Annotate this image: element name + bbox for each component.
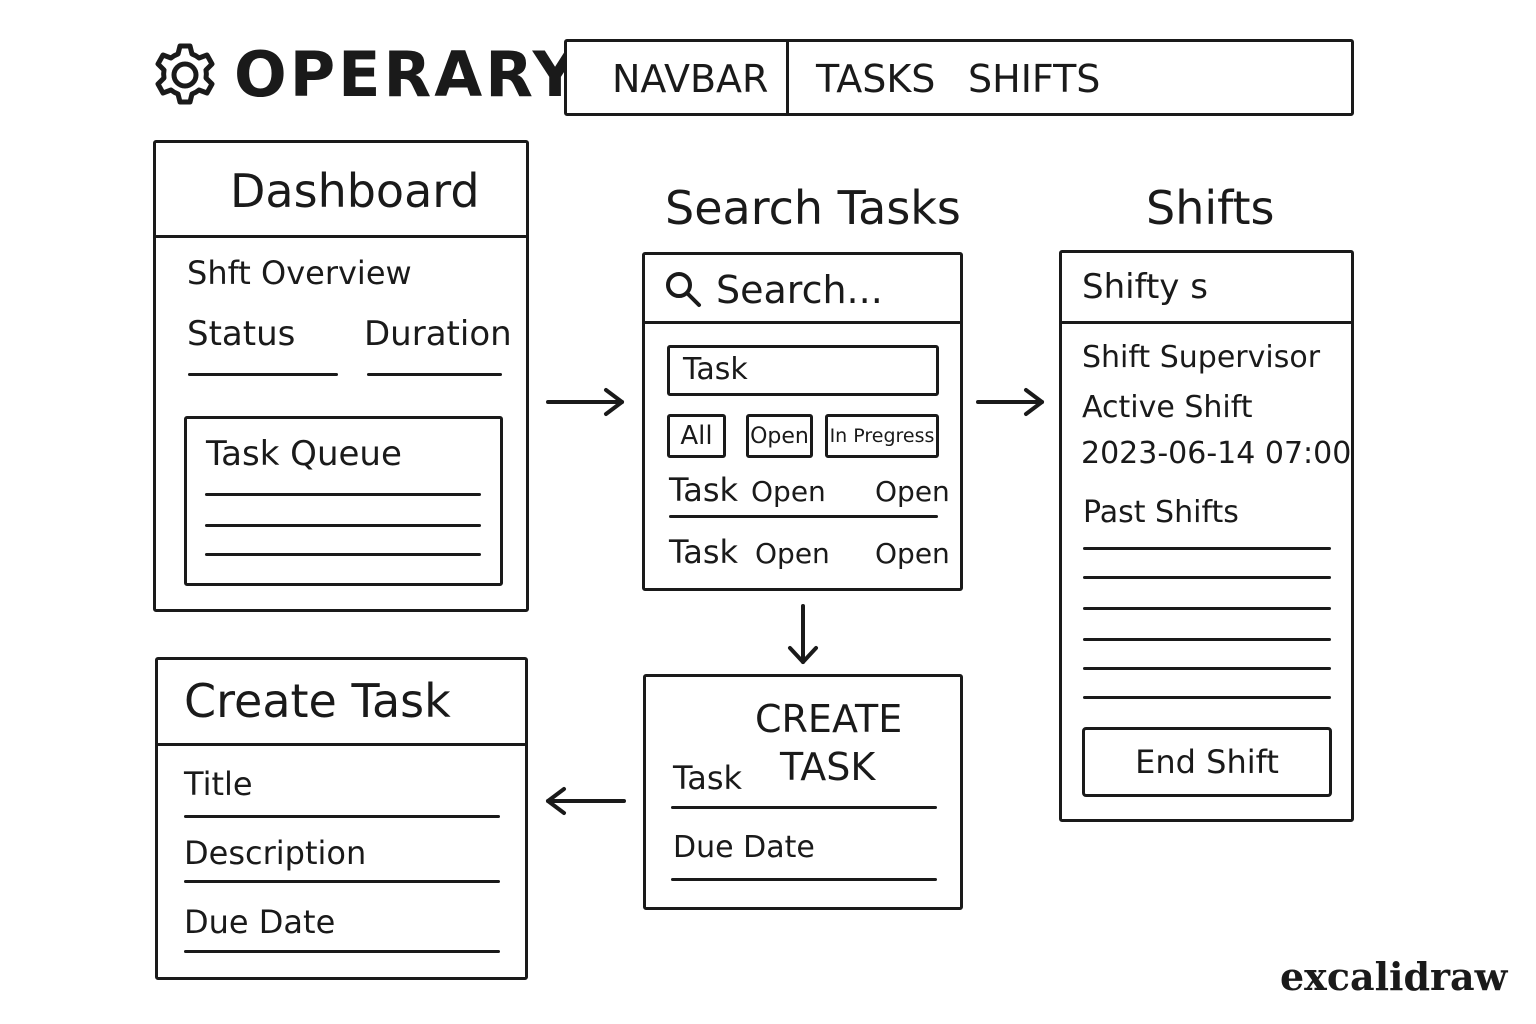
past-shift-row[interactable] xyxy=(1083,696,1331,699)
create-task-card-task-line[interactable] xyxy=(671,806,937,809)
status-value-line xyxy=(188,373,338,376)
navbar xyxy=(564,39,1354,116)
arrow-right-icon xyxy=(976,388,1044,416)
create-task-card-title-line1: CREATE xyxy=(755,697,903,741)
search-tasks-heading: Search Tasks xyxy=(665,181,961,235)
create-task-form-title: Create Task xyxy=(184,674,451,728)
gear-icon xyxy=(155,43,215,105)
filter-in-progress[interactable]: In Pregress xyxy=(825,414,939,458)
filter-open[interactable]: Open xyxy=(746,414,813,458)
active-shift-label: Active Shift xyxy=(1082,390,1253,425)
dashboard-title: Dashboard xyxy=(230,164,480,218)
excalidraw-brand: excalidraw xyxy=(1280,954,1508,999)
shift-overview-label: Shft Overview xyxy=(187,254,412,292)
field-due-date-label: Due Date xyxy=(184,903,336,941)
navbar-label: NAVBAR xyxy=(612,57,769,101)
field-due-date-input[interactable] xyxy=(184,950,500,953)
task-field[interactable] xyxy=(667,345,939,396)
task-queue-line[interactable] xyxy=(205,553,481,556)
nav-item-shifts[interactable]: SHIFTS xyxy=(968,57,1101,101)
search-icon[interactable] xyxy=(664,270,704,310)
active-shift-datetime: 2023-06-14 07:00 xyxy=(1081,436,1352,471)
task-field-label: Task xyxy=(683,352,748,387)
create-task-card-due-label: Due Date xyxy=(673,830,815,865)
task-queue-line[interactable] xyxy=(205,524,481,527)
shifts-panel xyxy=(1059,250,1354,822)
past-shift-row[interactable] xyxy=(1083,607,1331,610)
past-shift-row[interactable] xyxy=(1083,667,1331,670)
shifts-heading: Shifts xyxy=(1146,181,1275,235)
shifts-header-divider xyxy=(1061,321,1352,324)
arrow-right-icon xyxy=(546,388,624,416)
create-task-form-header-divider xyxy=(157,743,526,746)
past-shift-row[interactable] xyxy=(1083,638,1331,641)
logo: OPERARY xyxy=(150,40,577,110)
task-queue-title: Task Queue xyxy=(206,434,402,474)
task-row-divider xyxy=(669,515,938,518)
create-task-card-title-line2: TASK xyxy=(780,745,876,789)
task-row-name[interactable]: Task xyxy=(669,471,739,509)
field-description-label: Description xyxy=(184,834,367,872)
dashboard-header-divider xyxy=(155,235,527,238)
create-task-card-due-line[interactable] xyxy=(671,878,937,881)
task-queue xyxy=(184,416,503,586)
field-title-label: Title xyxy=(184,765,253,803)
logo-text: OPERARY xyxy=(234,38,581,111)
shifts-panel-title: Shifty s xyxy=(1082,267,1208,307)
duration-label: Duration xyxy=(364,314,512,354)
task-row-name[interactable]: Task xyxy=(669,533,739,571)
arrow-left-icon xyxy=(546,787,626,815)
field-title-input[interactable] xyxy=(184,815,500,818)
status-label: Status xyxy=(187,314,296,354)
past-shifts-label: Past Shifts xyxy=(1083,495,1239,530)
task-queue-line[interactable] xyxy=(205,493,481,496)
search-header-divider xyxy=(644,321,961,324)
task-row-state: Open xyxy=(875,537,950,570)
create-task-card-task-label: Task xyxy=(673,759,743,797)
arrow-down-icon xyxy=(788,604,818,664)
create-task-form xyxy=(155,657,528,980)
end-shift-button[interactable]: End Shift xyxy=(1082,727,1332,797)
filter-all[interactable]: All xyxy=(667,414,726,458)
search-input[interactable]: Search... xyxy=(716,268,883,312)
task-row-state: Open xyxy=(875,475,950,508)
duration-value-line xyxy=(367,373,502,376)
field-description-input[interactable] xyxy=(184,880,500,883)
past-shift-row[interactable] xyxy=(1083,547,1331,550)
navbar-divider xyxy=(786,41,789,114)
create-task-card xyxy=(643,674,963,910)
past-shift-row[interactable] xyxy=(1083,576,1331,579)
nav-item-tasks[interactable]: TASKS xyxy=(816,57,936,101)
shift-supervisor-label: Shift Supervisor xyxy=(1082,340,1321,375)
task-row-status: Open xyxy=(751,475,826,508)
task-row-status: Open xyxy=(755,537,830,570)
